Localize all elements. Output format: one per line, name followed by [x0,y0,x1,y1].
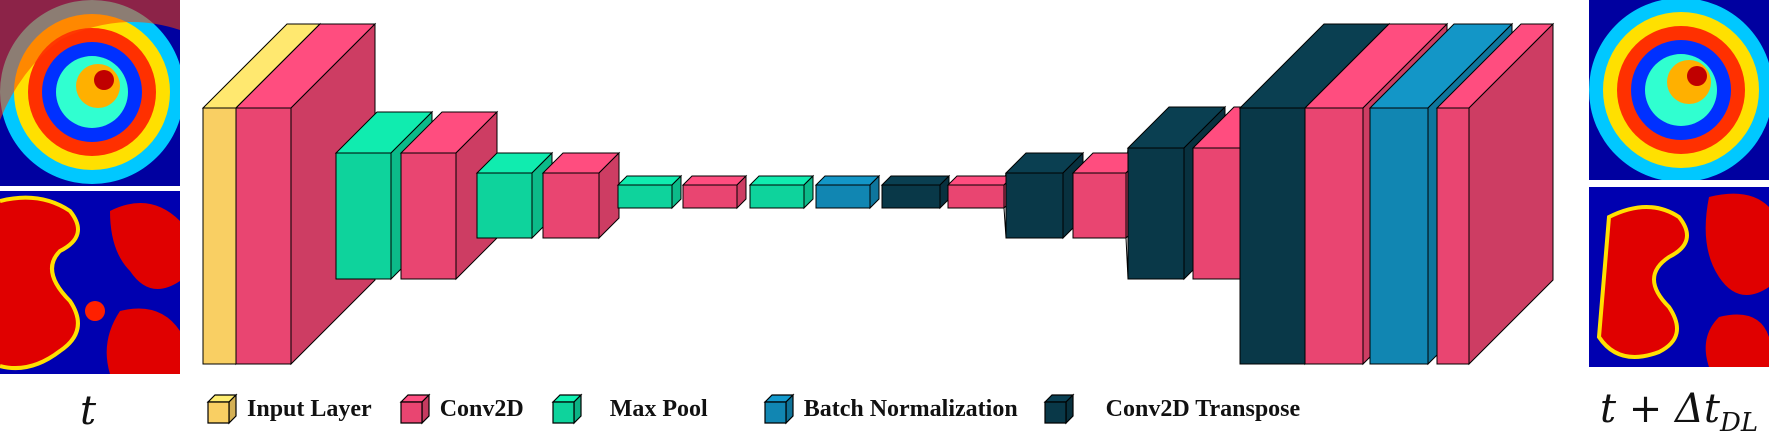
output-time-label-main: t + Δt [1600,386,1720,432]
layer-front-face [400,152,457,280]
layer-top-face [616,175,683,186]
legend-item-input: Input Layer [205,392,372,426]
legend-item-batchnorm: Batch Normalization [762,392,1018,426]
layer-front-face [749,184,805,209]
output-time-label-subscript: DL [1719,408,1759,438]
layer-top-face [681,175,748,186]
input-turbulent-image [0,191,180,374]
layer-conv2dtranspose [1004,151,1085,240]
layer-conv2d [1435,22,1555,366]
layer-maxpool [748,174,815,210]
legend-label: Max Pool [609,395,708,422]
layer-maxpool [616,174,683,210]
legend-item-conv2dtranspose: Conv2D Transpose [1042,392,1300,426]
input-time-label: t [80,388,97,434]
legend-label: Input Layer [247,395,372,422]
input-spiral-image [0,0,180,186]
cube-icon [206,393,238,425]
layer-maxpool [475,151,554,240]
layer-front-face [1369,107,1429,365]
layer-conv2d [541,151,621,240]
legend-item-conv2d: Conv2D [398,392,524,426]
legend: Input Layer Conv2D Max Pool Batch Normaliza… [205,392,1326,426]
layer-front-face [1304,107,1364,365]
layer-front-face [815,184,871,209]
layer-top-face [880,175,951,186]
cube-icon [1043,393,1075,425]
layer-front-face [1239,107,1306,365]
output-turbulent-image [1589,187,1769,367]
layer-front-face [335,152,392,280]
layer-front-face [202,107,237,365]
layer-front-face [1192,147,1241,280]
layer-conv2dtranspose [880,174,951,210]
layer-top-face [946,175,1015,186]
layer-front-face [1436,107,1470,365]
layer-front-face [1127,147,1185,280]
network-layers [201,22,1555,366]
layer-front-face [1072,172,1127,239]
output-time-label: t + ΔtDL [1600,386,1758,438]
cube-icon [551,393,583,425]
layer-top-face [814,175,881,186]
layer-conv2d [946,174,1015,210]
legend-label: Conv2D Transpose [1105,395,1301,422]
cube-icon [763,393,795,425]
cube-icon [399,393,431,425]
layer-batchnorm [814,174,881,210]
legend-label: Conv2D [439,395,524,422]
layer-top-face [748,175,815,186]
layer-front-face [476,172,533,239]
legend-label: Batch Normalization [803,395,1018,422]
legend-item-maxpool: Max Pool [550,392,708,426]
layer-front-face [235,107,292,365]
layer-front-face [542,172,600,239]
layer-conv2d [681,174,748,210]
layer-front-face [617,184,673,209]
layer-front-face [682,184,738,209]
output-spiral-image [1589,0,1769,180]
layer-front-face [947,184,1005,209]
layer-front-face [881,184,941,209]
layer-front-face [1005,172,1064,239]
